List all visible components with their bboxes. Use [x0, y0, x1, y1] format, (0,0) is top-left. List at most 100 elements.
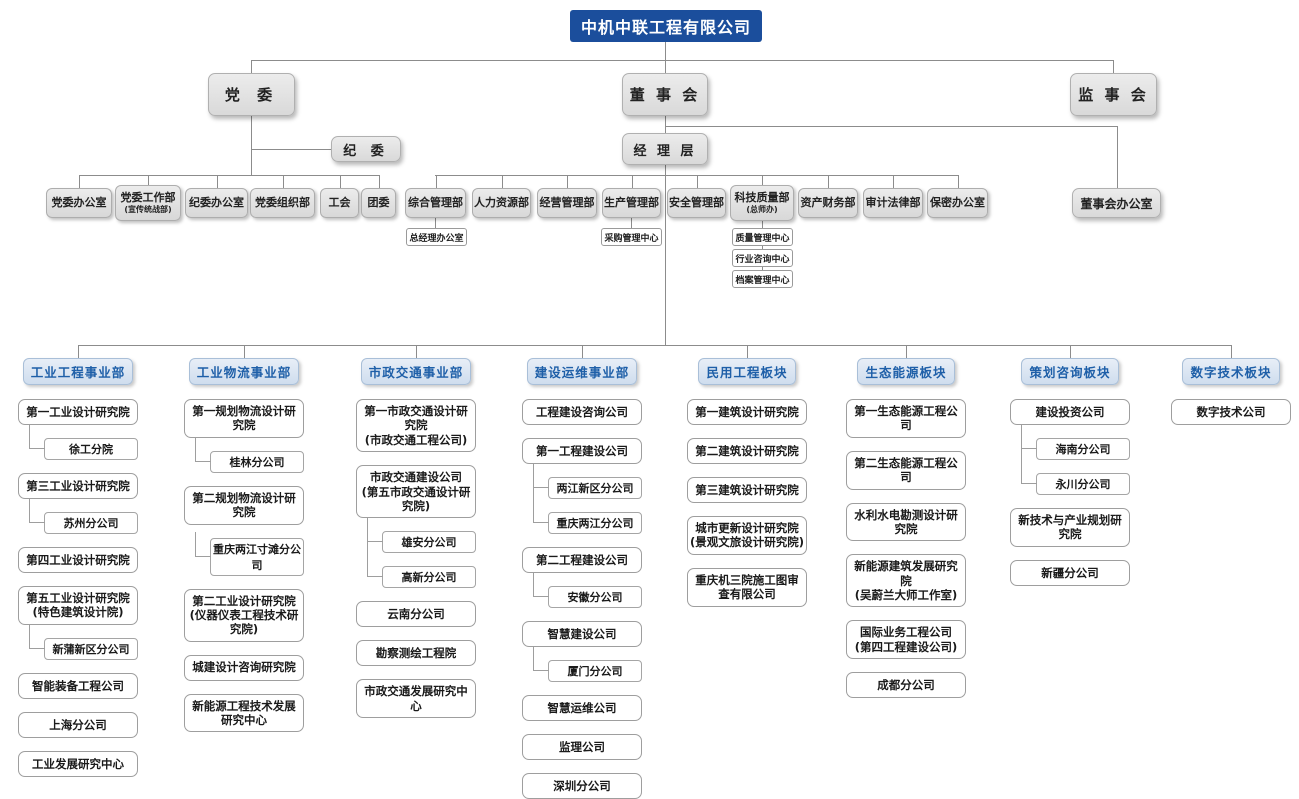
- branch-box: 安徽分公司: [533, 572, 642, 608]
- supervisory-board-box: 监 事 会: [1070, 73, 1157, 116]
- dept-label: 审计法律部: [865, 195, 921, 209]
- center-box: 行业咨询中心: [732, 249, 793, 267]
- unit-label: 建设投资公司: [1035, 404, 1105, 419]
- unit-label: 重庆机三院施工图审查有限公司: [695, 572, 799, 602]
- division-header: 生态能源板块: [857, 345, 955, 385]
- unit-box: 监理公司: [522, 734, 642, 760]
- unit-label: 第二工程建设公司: [536, 552, 628, 567]
- division-column: 生态能源板块第一生态能源工程公司第二生态能源工程公司水利水电勘测设计研究院新能源…: [846, 345, 966, 699]
- division-column: 民用工程板块第一建筑设计研究院第二建筑设计研究院第三建筑设计研究院城市更新设计研…: [687, 345, 807, 607]
- unit-box: 新疆分公司: [1010, 559, 1130, 586]
- unit-label: 第一建筑设计研究院: [695, 404, 799, 419]
- unit-box: 数字技术公司: [1171, 399, 1291, 425]
- unit-box: 智能装备工程公司: [18, 672, 138, 699]
- unit-label: 第二规划物流设计研究院: [192, 490, 296, 520]
- division-column: 工业工程事业部第一工业设计研究院徐工分院第三工业设计研究院苏州分公司第四工业设计…: [18, 345, 138, 777]
- unit-box: 城市更新设计研究院(景观文旅设计研究院): [687, 516, 807, 555]
- dept-box: 党委办公室: [46, 175, 112, 218]
- branch-box: 新蒲新区分公司: [29, 623, 138, 660]
- unit-sub-label: (第五市政交通设计研究院): [361, 484, 471, 513]
- dept-box: 资产财务部: [798, 175, 858, 218]
- unit-box: 市政交通发展研究中心: [356, 679, 476, 718]
- unit-box: 第三工业设计研究院: [18, 473, 138, 499]
- unit-sub-label: (特色建筑设计院): [32, 605, 124, 620]
- unit-label: 工业发展研究中心: [32, 756, 124, 771]
- branch-box: 永川分公司: [1021, 426, 1130, 495]
- unit-label: 上海分公司: [49, 717, 107, 732]
- unit-label: 第五工业设计研究院: [26, 591, 130, 605]
- division-header: 数字技术板块: [1182, 345, 1280, 385]
- unit-box: 第四工业设计研究院: [18, 547, 138, 573]
- unit-box: 城建设计咨询研究院: [184, 654, 304, 681]
- unit-box: 成都分公司: [846, 672, 966, 699]
- unit-label: 第一市政交通设计研究院: [364, 404, 468, 433]
- unit-label: 第二工业设计研究院: [192, 593, 296, 608]
- unit-label: 深圳分公司: [553, 778, 611, 793]
- unit-label: 新疆分公司: [1041, 565, 1099, 580]
- unit-label: 智能装备工程公司: [32, 678, 124, 693]
- dept-box: 综合管理部: [405, 175, 466, 218]
- unit-label: 新能源工程技术发展研究中心: [192, 698, 296, 727]
- division-column: 建设运维事业部工程建设咨询公司第一工程建设公司两江新区分公司重庆两江分公司第二工…: [522, 345, 642, 799]
- dept-label: 纪委办公室: [189, 195, 244, 209]
- unit-box: 云南分公司: [356, 601, 476, 628]
- branch-box: 徐工分院: [29, 424, 138, 460]
- unit-box: 第二工业设计研究院(仪器仪表工程技术研究院): [184, 588, 304, 642]
- unit-sub-label: (市政交通工程公司): [364, 432, 468, 447]
- dept-box: 团委: [361, 175, 396, 218]
- unit-label: 第一生态能源工程公司: [854, 404, 958, 433]
- unit-box: 智慧运维公司: [522, 695, 642, 721]
- center-box: 采购管理中心: [601, 228, 662, 246]
- unit-sub-label: (仪器仪表工程技术研究院): [189, 607, 299, 637]
- management-layer-box: 经 理 层: [622, 133, 708, 165]
- unit-sub-label: (景观文旅设计研究院): [690, 535, 805, 550]
- division-header: 市政交通事业部: [360, 345, 472, 385]
- branch-box: 苏州分公司: [29, 498, 138, 534]
- unit-label: 国际业务工程公司: [860, 625, 952, 640]
- unit-box: 第一生态能源工程公司: [846, 399, 966, 438]
- dept-label: 党委组织部: [255, 195, 310, 209]
- division-column: 工业物流事业部第一规划物流设计研究院桂林分公司第二规划物流设计研究院重庆两江寸滩…: [184, 345, 304, 733]
- dept-box: 审计法律部: [863, 175, 923, 218]
- unit-box: 新能源建筑发展研究院(吴蔚兰大师工作室): [846, 554, 966, 608]
- division-column: 数字技术板块数字技术公司: [1171, 345, 1291, 425]
- dept-box: 工会: [320, 175, 359, 218]
- unit-label: 智慧运维公司: [547, 700, 617, 715]
- branch-box: 两江新区分公司: [533, 463, 642, 499]
- dept-label: 安全管理部: [669, 195, 724, 209]
- dept-box: 安全管理部: [667, 175, 726, 218]
- unit-box: 第一建筑设计研究院: [687, 399, 807, 425]
- division-column: 策划咨询板块建设投资公司海南分公司永川分公司新技术与产业规划研究院新疆分公司: [1010, 345, 1130, 586]
- unit-box: 上海分公司: [18, 711, 138, 738]
- unit-box: 第二工程建设公司: [522, 547, 642, 573]
- dept-label: 综合管理部: [408, 195, 463, 209]
- unit-label: 水利水电勘测设计研究院: [854, 507, 958, 536]
- unit-label: 第一规划物流设计研究院: [192, 404, 296, 433]
- unit-box: 国际业务工程公司(第四工程建设公司): [846, 620, 966, 660]
- unit-box: 工程建设咨询公司: [522, 399, 642, 425]
- unit-box: 新能源工程技术发展研究中心: [184, 693, 304, 733]
- party-committee-box: 党 委: [208, 73, 295, 116]
- center-box: 质量管理中心: [732, 228, 793, 246]
- dept-box: 科技质量部(总师办): [730, 175, 794, 221]
- unit-box: 第二规划物流设计研究院: [184, 485, 304, 525]
- division-header: 建设运维事业部: [526, 345, 638, 385]
- unit-box: 工业发展研究中心: [18, 750, 138, 777]
- division-header: 策划咨询板块: [1021, 345, 1119, 385]
- unit-label: 新技术与产业规划研究院: [1018, 513, 1122, 542]
- dept-label: 科技质量部: [734, 191, 790, 205]
- dept-label: 保密办公室: [930, 195, 985, 209]
- unit-box: 建设投资公司: [1010, 399, 1130, 425]
- unit-label: 第二建筑设计研究院: [695, 443, 799, 458]
- unit-box: 第一工业设计研究院: [18, 399, 138, 425]
- dept-label: 党委工作部: [120, 191, 176, 205]
- unit-box: 第五工业设计研究院(特色建筑设计院): [18, 586, 138, 625]
- unit-label: 第二生态能源工程公司: [854, 455, 958, 485]
- center-box: 档案管理中心: [732, 270, 793, 288]
- unit-label: 新能源建筑发展研究院: [854, 559, 958, 588]
- unit-label: 市政交通发展研究中心: [364, 684, 468, 713]
- unit-box: 第二生态能源工程公司: [846, 450, 966, 490]
- division-header: 工业工程事业部: [22, 345, 134, 385]
- company-title: 中机中联工程有限公司: [570, 10, 762, 42]
- branch-box: 厦门分公司: [533, 646, 642, 682]
